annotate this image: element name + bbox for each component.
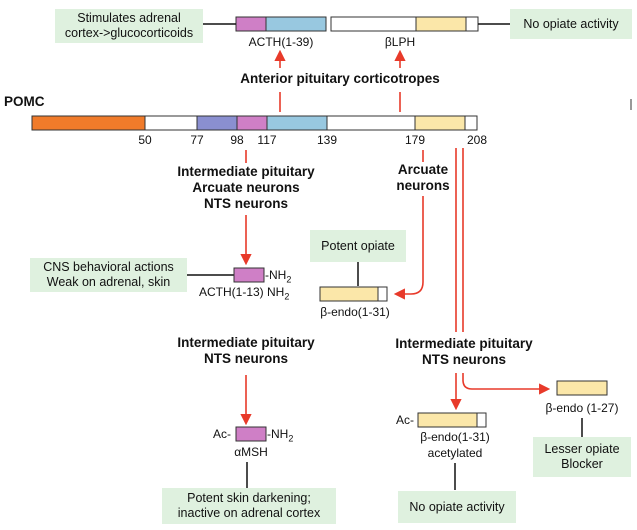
- bendo31-label: β-endo(1-31): [320, 305, 390, 319]
- tick-179: 179: [404, 133, 426, 147]
- acetylated-label: acetylated: [427, 446, 483, 460]
- potent-opiate-box: Potent opiate: [310, 230, 406, 262]
- right-header-line-1: Intermediate pituitary: [395, 336, 533, 351]
- acbendo-ac-prefix: Ac-: [396, 413, 414, 427]
- acth13-nh-sub: 2: [286, 274, 292, 285]
- skin-box: Potent skin darkening; inactive on adren…: [162, 488, 336, 524]
- tick-98: 98: [230, 133, 244, 147]
- blph-bar: [330, 16, 479, 32]
- no-opiate-top-text: No opiate activity: [523, 16, 619, 31]
- acbendo-bar: [417, 412, 487, 428]
- tick-208: 208: [466, 133, 488, 147]
- arcuate-line-1: Arcuate: [397, 162, 449, 177]
- acth-bar: [235, 16, 327, 32]
- acbendo-label: β-endo(1-31): [420, 430, 490, 444]
- arrow-to-bendo27: [462, 373, 551, 395]
- skin-line-2: inactive on adrenal cortex: [177, 506, 321, 520]
- skin-line-1: Potent skin darkening;: [187, 491, 311, 505]
- no-opiate-top-box: No opiate activity: [510, 9, 632, 39]
- left-header2-line-2: NTS neurons: [203, 351, 288, 366]
- acth13-label: ACTH(1-13) NH2: [199, 285, 289, 303]
- left-header-line-3: NTS neurons: [203, 196, 288, 211]
- left-header-line-2: Arcuate neurons: [192, 180, 300, 195]
- amsh-nh2-label: -NH2: [267, 427, 293, 445]
- acth13-text: ACTH(1-13) NH: [199, 285, 285, 299]
- arcuate-header: Arcuate neurons: [380, 162, 466, 194]
- stimulates-line-2: cortex->glucocorticoids: [64, 26, 194, 40]
- bendo27-label: β-endo (1-27): [545, 401, 619, 415]
- cns-box: CNS behavioral actions Weak on adrenal, …: [30, 258, 187, 292]
- potent-opiate-text: Potent opiate: [321, 238, 395, 253]
- left-header-line-1: Intermediate pituitary: [177, 164, 315, 179]
- acth13-bar: [233, 267, 265, 283]
- left-header-2: Intermediate pituitary NTS neurons: [150, 335, 342, 367]
- amsh-bar: [235, 426, 267, 442]
- blph-label: βLPH: [384, 35, 416, 49]
- arcuate-line-2: neurons: [396, 178, 450, 193]
- no-opiate-bottom-box: No opiate activity: [398, 491, 516, 523]
- stimulates-box: Stimulates adrenal cortex->glucocorticoi…: [55, 9, 203, 43]
- amsh-nh-sub: 2: [288, 433, 294, 444]
- acth-label: ACTH(1-39): [248, 35, 314, 49]
- pomc-label: POMC: [4, 94, 45, 109]
- arrow-to-bendo31: [393, 196, 424, 300]
- amsh-label: αMSH: [234, 445, 268, 459]
- left-header2-line-1: Intermediate pituitary: [177, 335, 315, 350]
- blocker-box: Lesser opiate Blocker: [533, 437, 631, 477]
- pomc-bar: [31, 115, 478, 131]
- tick-50: 50: [138, 133, 152, 147]
- bendo31-bar: [319, 286, 388, 302]
- blocker-line-2: Blocker: [561, 457, 603, 471]
- acth13-sub: 2: [284, 291, 290, 302]
- amsh-ac-prefix: Ac-: [213, 427, 231, 441]
- tick-117: 117: [257, 133, 277, 147]
- blocker-line-1: Lesser opiate: [544, 442, 620, 456]
- bendo27-bar: [556, 380, 608, 396]
- left-header: Intermediate pituitary Arcuate neurons N…: [150, 164, 342, 212]
- right-header-line-2: NTS neurons: [421, 352, 506, 367]
- corticotropes-label: Anterior pituitary corticotropes: [240, 71, 440, 86]
- right-header: Intermediate pituitary NTS neurons: [366, 336, 562, 368]
- no-opiate-bottom-text: No opiate activity: [409, 499, 505, 514]
- acth13-nh-text: -NH: [265, 268, 287, 282]
- cns-line-2: Weak on adrenal, skin: [46, 275, 171, 289]
- acth13-nh2-label: -NH2: [265, 268, 291, 286]
- tick-139: 139: [316, 133, 338, 147]
- tick-77: 77: [190, 133, 204, 147]
- cns-line-1: CNS behavioral actions: [43, 260, 174, 274]
- amsh-nh-text: -NH: [267, 427, 289, 441]
- stimulates-line-1: Stimulates adrenal: [77, 11, 181, 25]
